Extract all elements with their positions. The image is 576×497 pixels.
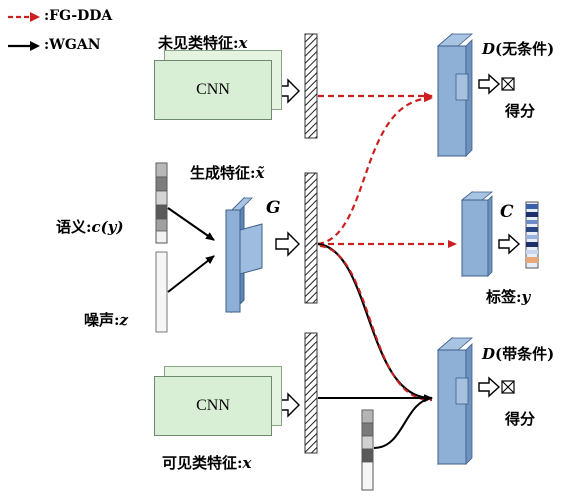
semantic-label: 语义:c(y) bbox=[56, 220, 124, 235]
seen-feature-bar bbox=[304, 332, 318, 454]
seen-feature-text: 可见类特征: bbox=[162, 454, 243, 472]
classifier-letter: C bbox=[500, 202, 514, 222]
score-box-top bbox=[501, 77, 515, 91]
discriminator-unconditional-block bbox=[436, 32, 474, 158]
unseen-feature-text: 未见类特征: bbox=[158, 34, 239, 52]
noise-vector bbox=[155, 251, 168, 333]
noise-var: z bbox=[119, 311, 129, 329]
classifier-block bbox=[460, 190, 494, 278]
generated-feature-text: 生成特征: bbox=[190, 164, 256, 182]
label-vector bbox=[525, 201, 539, 269]
legend-fgdda-label: :FG-DDA bbox=[44, 8, 113, 24]
hollow-arrow-generated bbox=[275, 231, 300, 257]
disc-conditional-label: D(带条件) bbox=[482, 347, 554, 362]
generator-letter: G bbox=[266, 198, 281, 218]
hollow-arrow-d-bottom bbox=[478, 376, 501, 398]
disc-conditional-text: (带条件) bbox=[495, 345, 555, 363]
disc-unconditional-letter: D bbox=[482, 40, 496, 58]
noise-text: 噪声: bbox=[84, 311, 120, 329]
label-y-text: 标签: bbox=[486, 288, 522, 306]
semantic-var: c(y) bbox=[91, 218, 124, 236]
unseen-feature-bar bbox=[304, 33, 318, 139]
label-y-var: y bbox=[521, 288, 531, 306]
disc-conditional-letter: D bbox=[482, 345, 496, 363]
disc-unconditional-text: (无条件) bbox=[495, 40, 555, 58]
unseen-feature-label: 未见类特征:x bbox=[158, 36, 248, 51]
unseen-feature-var: x bbox=[238, 34, 248, 52]
score-top-label: 得分 bbox=[505, 102, 536, 120]
generator-block bbox=[225, 196, 263, 314]
condition-vector bbox=[361, 409, 374, 491]
semantic-text: 语义: bbox=[56, 218, 92, 236]
label-y-label: 标签:y bbox=[486, 290, 530, 305]
legend-wgan-line bbox=[8, 41, 40, 51]
cnn-top: CNN bbox=[154, 60, 272, 120]
noise-label: 噪声:z bbox=[84, 313, 128, 328]
cnn-bottom-label: CNN bbox=[196, 397, 230, 414]
seen-feature-label: 可见类特征:x bbox=[162, 456, 252, 471]
semantic-to-g-arrow bbox=[167, 207, 215, 241]
hollow-arrow-c bbox=[498, 233, 521, 255]
discriminator-conditional-block bbox=[436, 336, 474, 466]
cnn-bottom: CNN bbox=[154, 376, 272, 436]
score-box-bottom bbox=[501, 380, 515, 394]
generated-feature-label: 生成特征:x̃ bbox=[190, 166, 265, 181]
semantic-vector bbox=[155, 162, 168, 244]
disc-unconditional-label: D(无条件) bbox=[482, 42, 554, 57]
legend-fgdda-line bbox=[8, 12, 40, 22]
hollow-arrow-d-top bbox=[478, 73, 501, 95]
wgan-condition-to-d bbox=[373, 397, 433, 449]
fgdda-generated-to-d-cond bbox=[319, 245, 433, 402]
generated-feature-bar bbox=[304, 172, 318, 304]
score-bottom-label: 得分 bbox=[505, 410, 536, 428]
fgdda-generated-to-d bbox=[317, 94, 433, 246]
wgan-generated-to-d bbox=[317, 242, 433, 403]
cnn-top-label: CNN bbox=[196, 81, 230, 98]
seen-feature-var: x bbox=[242, 454, 252, 472]
legend-wgan-label: :WGAN bbox=[44, 37, 101, 53]
generated-feature-var: x̃ bbox=[255, 164, 265, 182]
noise-to-g-arrow bbox=[167, 255, 215, 293]
